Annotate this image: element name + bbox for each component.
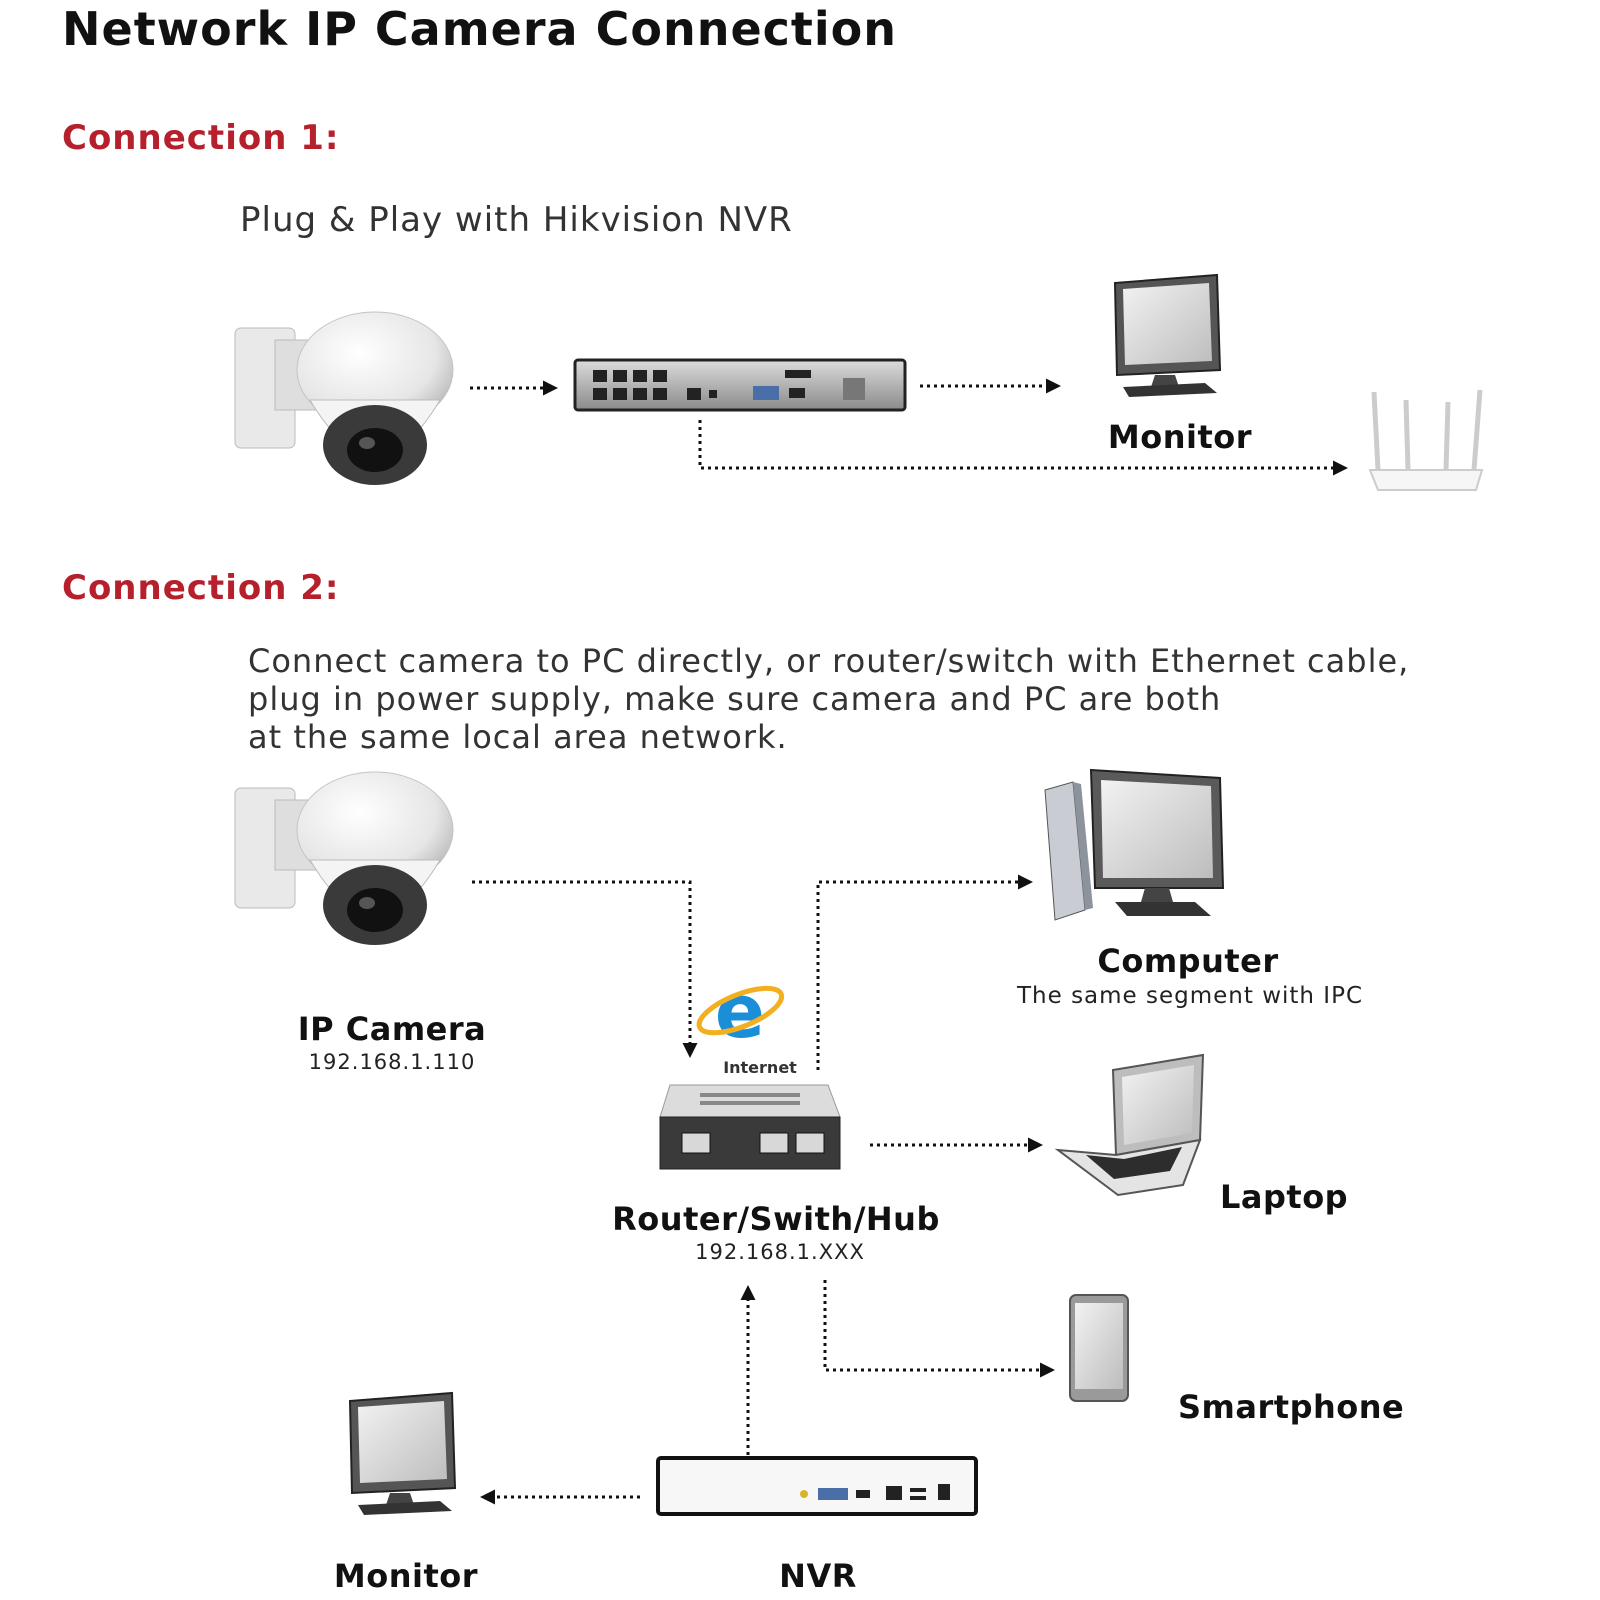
connection1-heading: Connection 1: [62,118,340,158]
connection2-heading: Connection 2: [62,568,340,608]
smartphone-icon [1069,1294,1129,1402]
laptop-icon [1054,1053,1205,1197]
nvr-icon [656,1456,978,1516]
desktop-computer-icon [1044,768,1225,921]
dome-camera-icon [234,771,454,945]
nvr-label: NVR [779,1557,857,1595]
computer-label: Computer [1097,942,1279,980]
connection2-description: Connect camera to PC directly, or router… [248,642,1410,756]
monitor-icon [1113,273,1222,397]
arrow-icon [823,1280,1055,1378]
laptop-label: Laptop [1220,1178,1349,1216]
internet-explorer-icon: e [696,969,785,1055]
monitor-label: Monitor [1107,418,1253,456]
internet-label: Internet [723,1058,797,1077]
connection1-description: Plug & Play with Hikvision NVR [240,200,793,240]
connection1-links [470,378,1348,476]
monitor-label: Monitor [333,1557,479,1595]
nvr-icon [573,358,907,412]
router-label: Router/Swith/Hub [612,1200,940,1238]
ip-camera-address: 192.168.1.110 [308,1050,476,1074]
dome-camera-icon [234,311,454,485]
arrow-icon [816,874,1033,1070]
svg-text:e: e [715,969,765,1055]
connection2-links [472,874,1055,1505]
arrow-icon [472,880,698,1058]
arrow-icon [698,420,1348,476]
wifi-router-icon [1368,389,1484,491]
router-address: 192.168.1.XXX [695,1240,865,1264]
ip-camera-label: IP Camera [297,1010,487,1048]
monitor-icon [348,1391,457,1515]
network-switch-icon [659,1084,841,1170]
page-title: Network IP Camera Connection [62,2,898,56]
computer-note: The same segment with IPC [1016,983,1364,1009]
smartphone-label: Smartphone [1178,1388,1405,1426]
